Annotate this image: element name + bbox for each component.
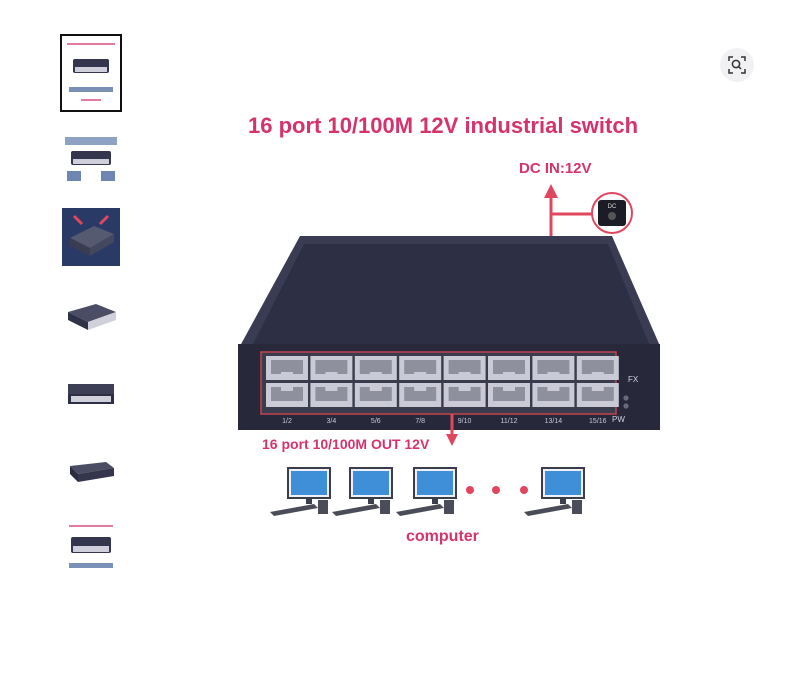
port-number-label: 9/10 [458, 418, 472, 425]
port-number-label: 15/16 [589, 418, 607, 425]
computer-icon [396, 467, 457, 516]
rj45-port [399, 356, 442, 380]
rj45-port [532, 383, 575, 407]
output-arrow [446, 414, 458, 446]
port-number-label: 5/6 [371, 418, 381, 425]
rj45-port [532, 356, 575, 380]
computer-icon [524, 467, 585, 516]
rj45-port [443, 383, 486, 407]
led-indicator [623, 395, 629, 401]
port-number-labels: 1/2 3/4 5/6 7/8 9/10 11/12 13/14 15/16 [282, 418, 607, 425]
thumbnail-6[interactable] [60, 432, 122, 510]
thumbnail-2[interactable] [60, 120, 122, 198]
port-number-label: 11/12 [501, 418, 518, 425]
computer-label: computer [406, 528, 479, 545]
thumbnail-3[interactable] [60, 198, 122, 276]
thumbnail-7[interactable] [60, 510, 122, 588]
rj45-port [310, 356, 353, 380]
fx-label: FX [628, 375, 639, 384]
rj45-port [399, 383, 442, 407]
product-image-title: 16 port 10/100M 12V industrial switch [248, 113, 639, 138]
rj45-port [266, 383, 308, 407]
port-number-label: 13/14 [545, 418, 563, 425]
rj45-port [354, 383, 397, 407]
led-indicator [623, 403, 629, 409]
rj45-port [310, 383, 353, 407]
dc-input-label: DC IN:12V [519, 160, 592, 177]
zoom-icon [728, 56, 746, 74]
thumbnail-4[interactable] [60, 276, 122, 354]
rj45-port [576, 356, 619, 380]
computer-icon [332, 467, 393, 516]
dc-jack-icon: DC [591, 192, 633, 234]
rj45-port-array [266, 356, 619, 407]
computer-icon [270, 467, 331, 516]
rj45-port [443, 356, 486, 380]
switch-device: FX PW 1/2 3/4 5/6 7/8 9/10 11/12 13/14 15/16 [238, 236, 660, 430]
port-number-label: 1/2 [282, 418, 292, 425]
rj45-port [576, 383, 619, 407]
rj45-port [488, 383, 530, 407]
rj45-port [354, 356, 397, 380]
computer-row [270, 467, 585, 516]
rj45-port [488, 356, 530, 380]
port-number-label: 3/4 [327, 418, 337, 425]
port-output-label: 16 port 10/100M OUT 12V [262, 436, 430, 452]
zoom-button[interactable] [720, 48, 754, 82]
thumbnail-1[interactable] [60, 34, 122, 112]
port-number-label: 7/8 [415, 418, 425, 425]
dc-arrow [544, 184, 596, 236]
pw-label: PW [612, 415, 625, 424]
ellipsis-dots [466, 486, 528, 494]
rj45-port [266, 356, 308, 380]
thumbnail-5[interactable] [60, 354, 122, 432]
dc-jack-label: DC [608, 204, 617, 210]
